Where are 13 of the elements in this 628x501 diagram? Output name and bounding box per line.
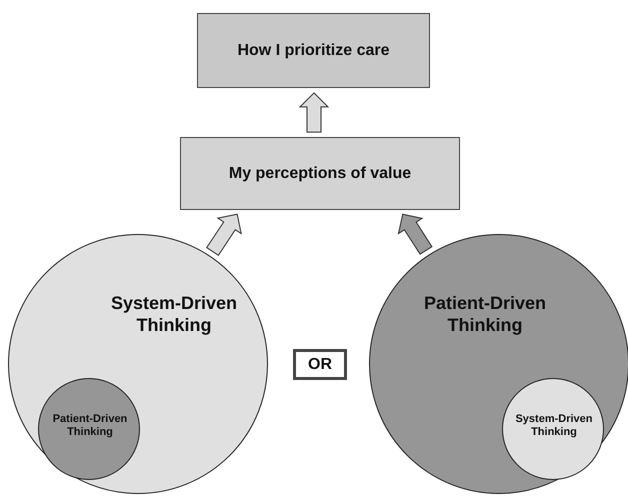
node-label: Patient-Driven Thinking (422, 293, 548, 336)
block-arrow (298, 92, 330, 133)
node-label: System-Driven Thinking (110, 293, 238, 336)
node-label: System-Driven Thinking (514, 413, 594, 440)
process-box (197, 13, 430, 88)
node-label: My perceptions of value (228, 164, 412, 184)
node-label: How I prioritize care (237, 40, 390, 60)
block-arrow (206, 214, 242, 256)
node-label: OR (308, 354, 332, 374)
process-box (180, 137, 460, 210)
node-label: Patient-Driven Thinking (52, 413, 128, 440)
or-box (293, 349, 347, 380)
block-arrow (398, 214, 433, 255)
